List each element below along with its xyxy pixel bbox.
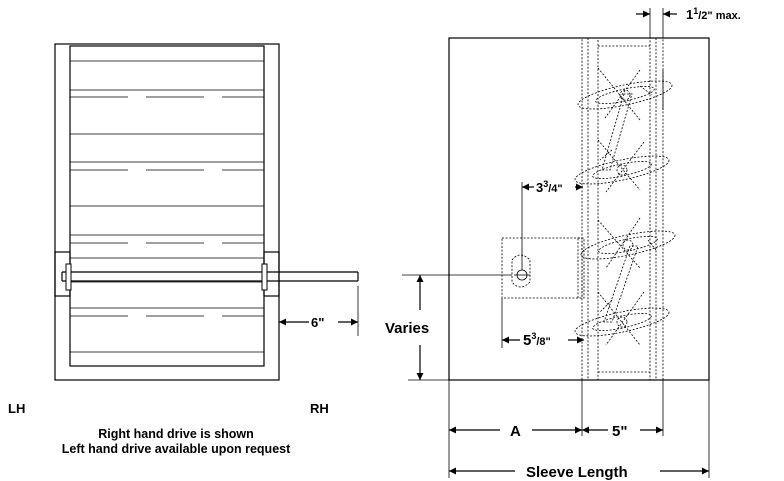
dim-max-label: 11/2" max. — [686, 6, 741, 22]
note-line-1: Right hand drive is shown — [98, 427, 254, 441]
dim-334-label: 33/4" — [536, 179, 563, 195]
varies-label: Varies — [385, 320, 429, 337]
blade-lines — [70, 60, 264, 353]
front-outer-frame — [54, 43, 280, 381]
dim-538-label: 53/8" — [523, 331, 551, 349]
sleeve-length-label: Sleeve Length — [526, 464, 628, 481]
side-view: 33/4" 53/8" Varies 11/2" max. A — [385, 6, 741, 481]
drive-shaft — [61, 263, 359, 291]
note-line-2: Left hand drive available upon request — [62, 442, 291, 456]
rh-label: RH — [310, 401, 329, 416]
linkage-bars — [599, 85, 657, 328]
frame-channels — [581, 37, 664, 381]
front-view: 6" — [54, 43, 359, 381]
dim-5in-label: 5" — [612, 423, 627, 440]
actuator-bracket — [501, 237, 585, 299]
blades — [574, 67, 676, 346]
lh-label: LH — [8, 401, 25, 416]
sleeve-outline — [448, 37, 710, 381]
dim-6in-label: 6" — [311, 315, 324, 330]
dim-a-label: A — [510, 423, 521, 440]
